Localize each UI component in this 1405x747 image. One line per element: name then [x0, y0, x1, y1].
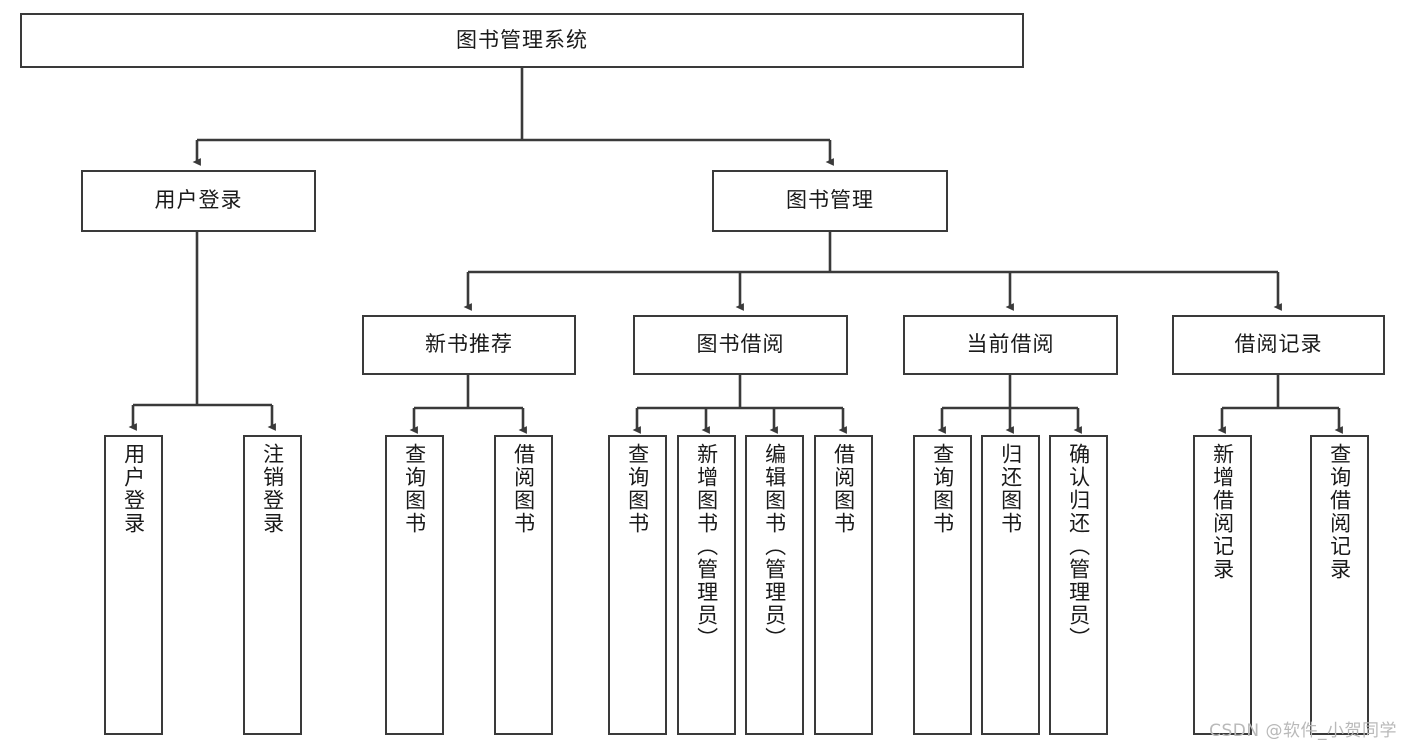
node-label: 查询图书 — [402, 443, 427, 535]
node-label: 查询图书 — [625, 443, 650, 535]
node-label: 借阅图书 — [831, 443, 856, 535]
watermark-text: CSDN @软件_小贺同学 — [1209, 721, 1397, 741]
node-label: 编辑图书（管理员） — [762, 443, 787, 650]
leaf-borrow-record-add-record[interactable]: 新增借阅记录 — [1193, 435, 1252, 735]
leaf-current-borrow-return-book[interactable]: 归还图书 — [981, 435, 1040, 735]
node-current-borrow[interactable]: 当前借阅 — [903, 315, 1118, 375]
node-label: 借阅记录 — [1234, 332, 1323, 357]
node-label: 新增借阅记录 — [1210, 443, 1235, 581]
node-label: 确认归还（管理员） — [1066, 443, 1091, 650]
node-label: 归还图书 — [998, 443, 1023, 535]
node-label: 图书管理系统 — [456, 27, 588, 52]
node-borrow-record[interactable]: 借阅记录 — [1172, 315, 1385, 375]
leaf-borrow-record-query-record[interactable]: 查询借阅记录 — [1310, 435, 1369, 735]
node-label: 新增图书（管理员） — [694, 443, 719, 650]
leaf-book-borrow-borrow-book[interactable]: 借阅图书 — [814, 435, 873, 735]
leaf-book-borrow-add-book-admin[interactable]: 新增图书（管理员） — [677, 435, 736, 735]
node-label: 查询图书 — [930, 443, 955, 535]
leaf-current-borrow-query-book[interactable]: 查询图书 — [913, 435, 972, 735]
node-label: 用户登录 — [121, 443, 146, 535]
leaf-book-borrow-edit-book-admin[interactable]: 编辑图书（管理员） — [745, 435, 804, 735]
node-label: 查询借阅记录 — [1327, 443, 1352, 581]
node-book-borrow[interactable]: 图书借阅 — [633, 315, 848, 375]
leaf-book-borrow-query-book[interactable]: 查询图书 — [608, 435, 667, 735]
node-label: 当前借阅 — [966, 332, 1055, 357]
leaf-user-login-logout[interactable]: 注销登录 — [243, 435, 302, 735]
node-label: 借阅图书 — [511, 443, 536, 535]
leaf-new-book-borrow-book[interactable]: 借阅图书 — [494, 435, 553, 735]
node-user-login[interactable]: 用户登录 — [81, 170, 316, 232]
node-new-book-recommend[interactable]: 新书推荐 — [362, 315, 576, 375]
node-label: 图书管理 — [786, 188, 874, 213]
node-root-library-system[interactable]: 图书管理系统 — [20, 13, 1024, 68]
node-label: 图书借阅 — [696, 332, 785, 357]
node-label: 新书推荐 — [425, 332, 513, 357]
leaf-user-login-login[interactable]: 用户登录 — [104, 435, 163, 735]
leaf-current-borrow-confirm-return-admin[interactable]: 确认归还（管理员） — [1049, 435, 1108, 735]
node-book-management[interactable]: 图书管理 — [712, 170, 948, 232]
node-label: 用户登录 — [154, 188, 243, 213]
leaf-new-book-query-book[interactable]: 查询图书 — [385, 435, 444, 735]
node-label: 注销登录 — [260, 443, 285, 535]
